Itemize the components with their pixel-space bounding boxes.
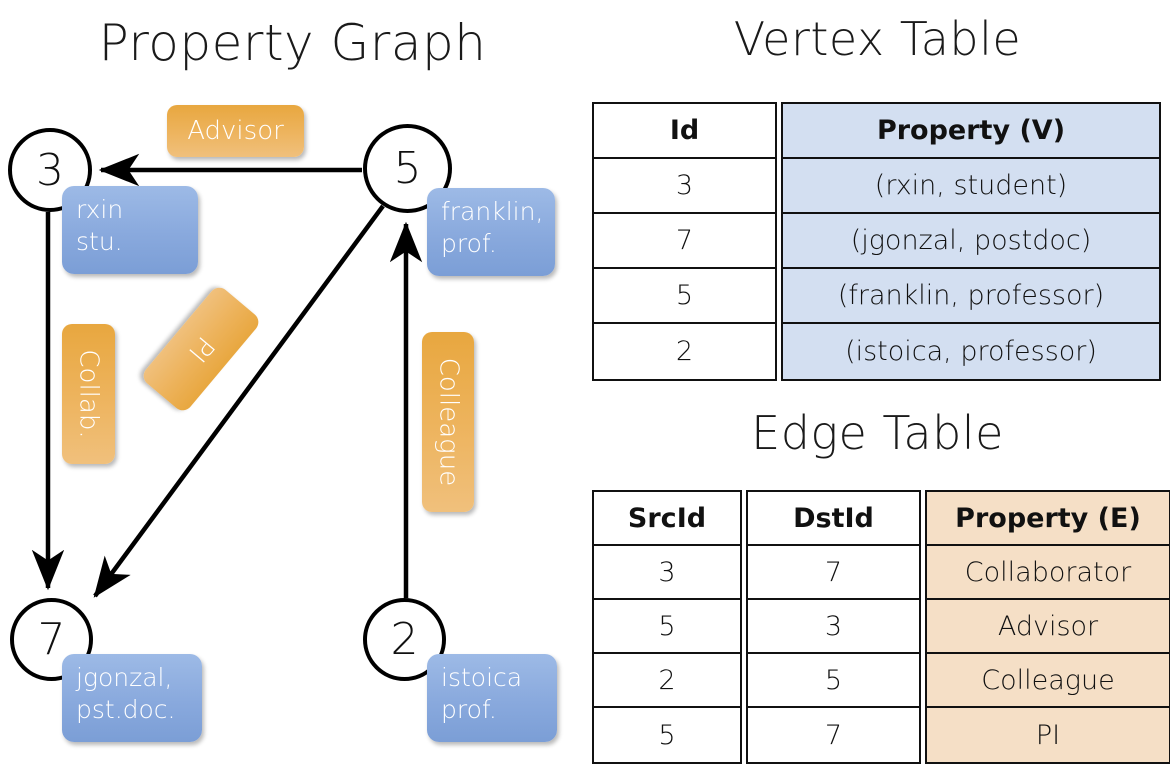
node-5-property-line-2: prof.: [441, 229, 497, 258]
edge-label-colleague: Colleague: [422, 332, 474, 512]
page-title-vertex-table: Vertex Table: [733, 12, 1022, 66]
table-row: Colleague: [927, 654, 1169, 708]
table-row: 7: [748, 708, 919, 762]
vertex-table-header-id: Id: [594, 104, 775, 159]
edge-label-pi-text: PI: [182, 330, 221, 368]
vertex-table-property-column: Property (V) (rxin, student) (jgonzal, p…: [781, 102, 1161, 381]
edge-label-collaborator: Collab.: [62, 324, 115, 464]
table-row: (jgonzal, postdoc): [783, 214, 1159, 269]
vertex-table: Id 3 7 5 2 Property (V) (rxin, student) …: [592, 102, 1161, 381]
edge-label-colleague-text: Colleague: [433, 357, 464, 487]
page-title-edge-table: Edge Table: [751, 406, 1004, 460]
node-7-property-line-2: pst.doc.: [76, 695, 176, 724]
graph-node-5[interactable]: 5: [363, 124, 452, 213]
node-3-property-line-1: rxin: [76, 195, 124, 224]
graph-node-2[interactable]: 2: [363, 598, 446, 681]
node-7-property-box: jgonzal, pst.doc.: [62, 654, 202, 742]
table-row: 3: [748, 600, 919, 654]
node-5-property-box: franklin, prof.: [427, 188, 555, 276]
graph-edges-svg: [31, 153, 423, 598]
edge-label-advisor: Advisor: [167, 105, 304, 157]
edge-label-collaborator-text: Collab.: [73, 349, 104, 439]
table-row: (istoica, professor): [783, 324, 1159, 379]
edge-table-property-column: Property (E) Collaborator Advisor Collea…: [925, 490, 1170, 764]
property-graph-panel: Property Graph 3 5 7 2 rxin stu. f: [0, 0, 585, 760]
table-row: 3: [594, 159, 775, 214]
page-title-property-graph: Property Graph: [98, 14, 487, 72]
edge-table-header-property: Property (E): [927, 492, 1169, 546]
node-3-property-box: rxin stu.: [62, 186, 198, 274]
table-row: (franklin, professor): [783, 269, 1159, 324]
edge-table-srcid-column: SrcId 3 5 2 5: [592, 490, 742, 764]
node-2-property-box: istoica prof.: [427, 654, 557, 742]
table-row: (rxin, student): [783, 159, 1159, 214]
table-row: 7: [594, 214, 775, 269]
table-row: 5: [594, 269, 775, 324]
edge-label-advisor-text: Advisor: [187, 116, 284, 146]
vertex-table-header-property: Property (V): [783, 104, 1159, 159]
edge-table-header-srcid: SrcId: [594, 492, 740, 546]
edge-table-dstid-column: DstId 7 3 5 7: [746, 490, 921, 764]
node-3-property-line-2: stu.: [76, 227, 123, 256]
edge-5-to-7-pi: [93, 204, 385, 598]
table-row: 2: [594, 324, 775, 379]
table-row: Advisor: [927, 600, 1169, 654]
vertex-table-id-column: Id 3 7 5 2: [592, 102, 777, 381]
table-row: 7: [748, 546, 919, 600]
node-5-property-line-1: franklin,: [441, 197, 544, 226]
table-row: 5: [748, 654, 919, 708]
node-2-property-line-2: prof.: [441, 695, 497, 724]
table-row: 3: [594, 546, 740, 600]
edge-table: SrcId 3 5 2 5 DstId 7 3 5 7 Property (E)…: [592, 490, 1170, 764]
table-row: 5: [594, 600, 740, 654]
table-row: PI: [927, 708, 1169, 762]
table-row: 5: [594, 708, 740, 762]
table-row: Collaborator: [927, 546, 1169, 600]
node-2-property-line-1: istoica: [441, 663, 523, 692]
node-7-property-line-1: jgonzal,: [76, 663, 173, 692]
table-row: 2: [594, 654, 740, 708]
edge-table-header-dstid: DstId: [748, 492, 919, 546]
